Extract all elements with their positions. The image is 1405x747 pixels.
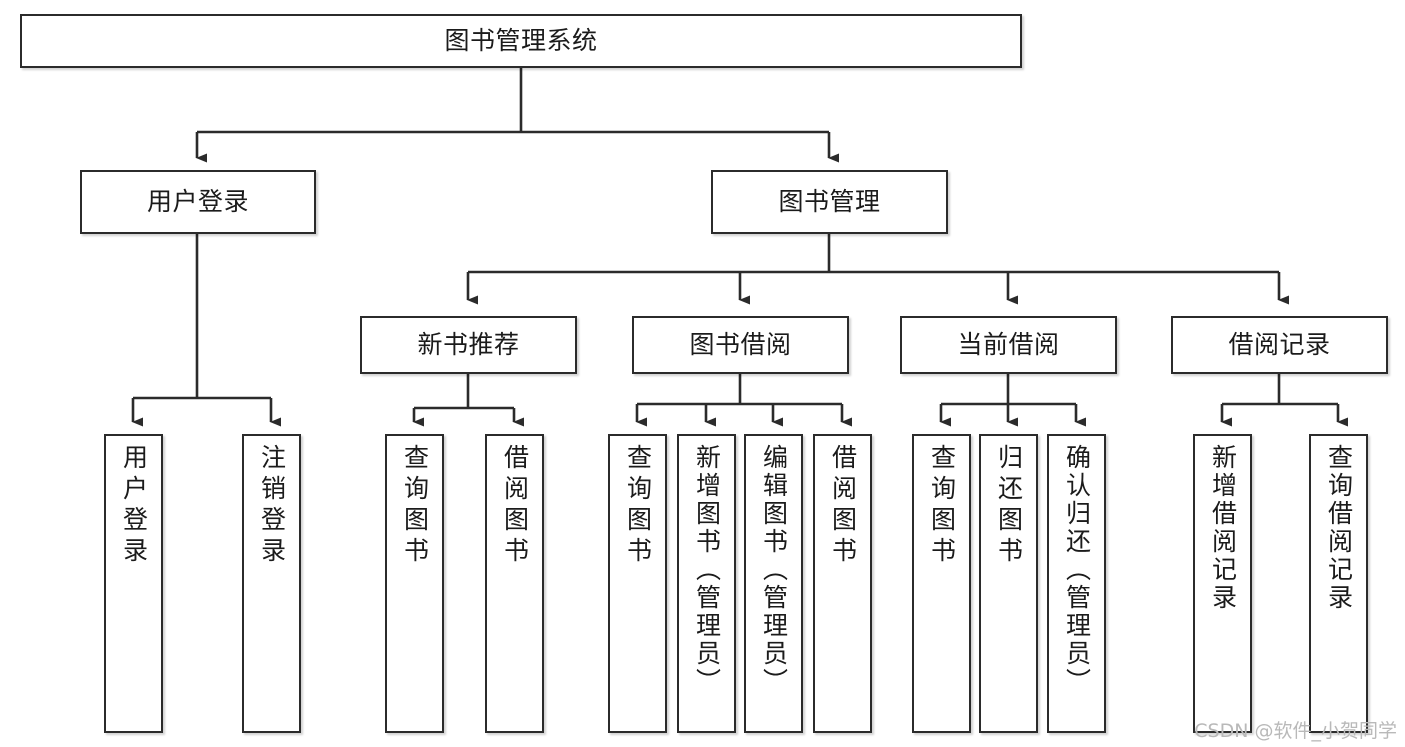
node-new-book-recommend[interactable]: 新书推荐: [360, 316, 577, 374]
node-book-manage-label: 图书管理: [778, 187, 881, 216]
leaf-add-record-label: 新增借阅记录: [1208, 444, 1238, 612]
leaf-user-login-label: 用户登录: [119, 444, 149, 568]
leaf-query-book-3-label: 查询图书: [927, 444, 957, 568]
node-borrow-record[interactable]: 借阅记录: [1171, 316, 1388, 374]
leaf-edit-book[interactable]: 编辑图书（管理员）: [744, 434, 803, 733]
leaf-query-book-1[interactable]: 查询图书: [385, 434, 444, 733]
node-book-borrow[interactable]: 图书借阅: [632, 316, 849, 374]
leaf-add-record[interactable]: 新增借阅记录: [1193, 434, 1252, 733]
leaf-query-book-2-label: 查询图书: [623, 444, 653, 568]
leaf-borrow-book-2-label: 借阅图书: [828, 444, 858, 568]
leaf-borrow-book-1[interactable]: 借阅图书: [485, 434, 544, 733]
node-user-login-label: 用户登录: [146, 187, 249, 216]
node-book-manage[interactable]: 图书管理: [711, 170, 948, 234]
leaf-return-book[interactable]: 归还图书: [979, 434, 1038, 733]
node-book-borrow-label: 图书借阅: [689, 330, 792, 359]
leaf-user-login[interactable]: 用户登录: [104, 434, 163, 733]
leaf-borrow-book-2[interactable]: 借阅图书: [813, 434, 872, 733]
leaf-confirm-return-label: 确认归还（管理员）: [1062, 444, 1092, 696]
node-user-login[interactable]: 用户登录: [80, 170, 316, 234]
leaf-edit-book-label: 编辑图书（管理员）: [759, 444, 789, 696]
leaf-add-book[interactable]: 新增图书（管理员）: [677, 434, 736, 733]
leaf-confirm-return[interactable]: 确认归还（管理员）: [1047, 434, 1106, 733]
node-new-book-recommend-label: 新书推荐: [417, 330, 520, 359]
leaf-query-book-3[interactable]: 查询图书: [912, 434, 971, 733]
node-borrow-record-label: 借阅记录: [1228, 330, 1331, 359]
leaf-query-record-label: 查询借阅记录: [1324, 444, 1354, 612]
leaf-logout[interactable]: 注销登录: [242, 434, 301, 733]
node-current-borrow-label: 当前借阅: [957, 330, 1060, 359]
csdn-watermark: CSDN @软件_小贺同学: [1194, 720, 1397, 742]
leaf-borrow-book-1-label: 借阅图书: [500, 444, 530, 568]
leaf-return-book-label: 归还图书: [994, 444, 1024, 568]
leaf-add-book-label: 新增图书（管理员）: [692, 444, 722, 696]
node-root-label: 图书管理系统: [444, 26, 598, 55]
node-current-borrow[interactable]: 当前借阅: [900, 316, 1117, 374]
leaf-query-book-1-label: 查询图书: [400, 444, 430, 568]
leaf-query-book-2[interactable]: 查询图书: [608, 434, 667, 733]
node-root[interactable]: 图书管理系统: [20, 14, 1022, 68]
leaf-query-record[interactable]: 查询借阅记录: [1309, 434, 1368, 733]
leaf-logout-label: 注销登录: [257, 444, 287, 568]
